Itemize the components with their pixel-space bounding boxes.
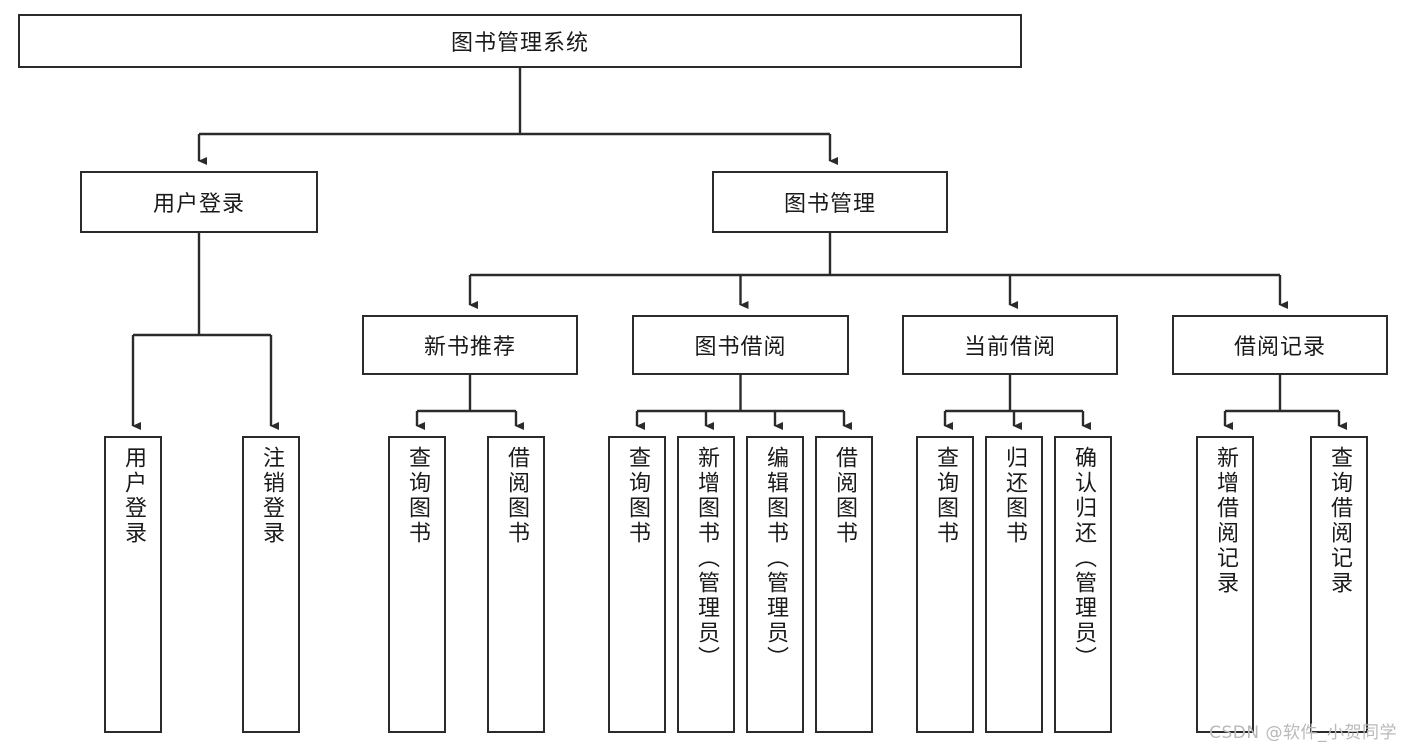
node-label: 图书借阅 bbox=[694, 335, 787, 360]
node-new-book-recommend[interactable]: 新书推荐 bbox=[362, 315, 578, 375]
node-leaf-query-book-1[interactable]: 查询图书 bbox=[388, 436, 446, 733]
node-label: 用户登录 bbox=[152, 192, 245, 217]
node-label: 注销登录 bbox=[259, 446, 284, 546]
node-leaf-confirm-return[interactable]: 确认归还（管理员） bbox=[1054, 436, 1112, 733]
node-leaf-edit-book[interactable]: 编辑图书（管理员） bbox=[746, 436, 804, 733]
node-label: 确认归还（管理员） bbox=[1071, 446, 1096, 671]
node-borrow-record[interactable]: 借阅记录 bbox=[1172, 315, 1388, 375]
node-leaf-borrow-book-1[interactable]: 借阅图书 bbox=[487, 436, 545, 733]
node-leaf-query-book-3[interactable]: 查询图书 bbox=[916, 436, 974, 733]
node-root[interactable]: 图书管理系统 bbox=[18, 14, 1022, 68]
node-label: 用户登录 bbox=[121, 446, 146, 546]
node-leaf-return-book[interactable]: 归还图书 bbox=[985, 436, 1043, 733]
node-label: 当前借阅 bbox=[963, 335, 1056, 360]
node-label: 归还图书 bbox=[1002, 446, 1027, 546]
node-label: 查询图书 bbox=[625, 446, 650, 546]
node-label: 新书推荐 bbox=[423, 335, 516, 360]
node-label: 新增借阅记录 bbox=[1213, 446, 1238, 596]
node-label: 借阅图书 bbox=[504, 446, 529, 546]
node-user-login[interactable]: 用户登录 bbox=[80, 171, 318, 233]
node-label: 查询图书 bbox=[933, 446, 958, 546]
node-label: 新增图书（管理员） bbox=[694, 446, 719, 671]
node-book-manage[interactable]: 图书管理 bbox=[712, 171, 948, 233]
node-leaf-add-book[interactable]: 新增图书（管理员） bbox=[677, 436, 735, 733]
node-label: 图书管理 bbox=[783, 192, 876, 217]
node-leaf-query-record[interactable]: 查询借阅记录 bbox=[1310, 436, 1368, 733]
node-label: 图书管理系统 bbox=[450, 31, 589, 56]
node-label: 查询图书 bbox=[405, 446, 430, 546]
node-label: 借阅图书 bbox=[832, 446, 857, 546]
node-leaf-add-record[interactable]: 新增借阅记录 bbox=[1196, 436, 1254, 733]
node-leaf-user-login[interactable]: 用户登录 bbox=[104, 436, 162, 733]
node-label: 编辑图书（管理员） bbox=[763, 446, 788, 671]
node-book-borrow[interactable]: 图书借阅 bbox=[632, 315, 849, 375]
node-leaf-query-book-2[interactable]: 查询图书 bbox=[608, 436, 666, 733]
node-leaf-borrow-book-2[interactable]: 借阅图书 bbox=[815, 436, 873, 733]
node-label: 借阅记录 bbox=[1233, 335, 1326, 360]
node-leaf-user-logout[interactable]: 注销登录 bbox=[242, 436, 300, 733]
node-label: 查询借阅记录 bbox=[1327, 446, 1352, 596]
node-current-borrow[interactable]: 当前借阅 bbox=[902, 315, 1118, 375]
